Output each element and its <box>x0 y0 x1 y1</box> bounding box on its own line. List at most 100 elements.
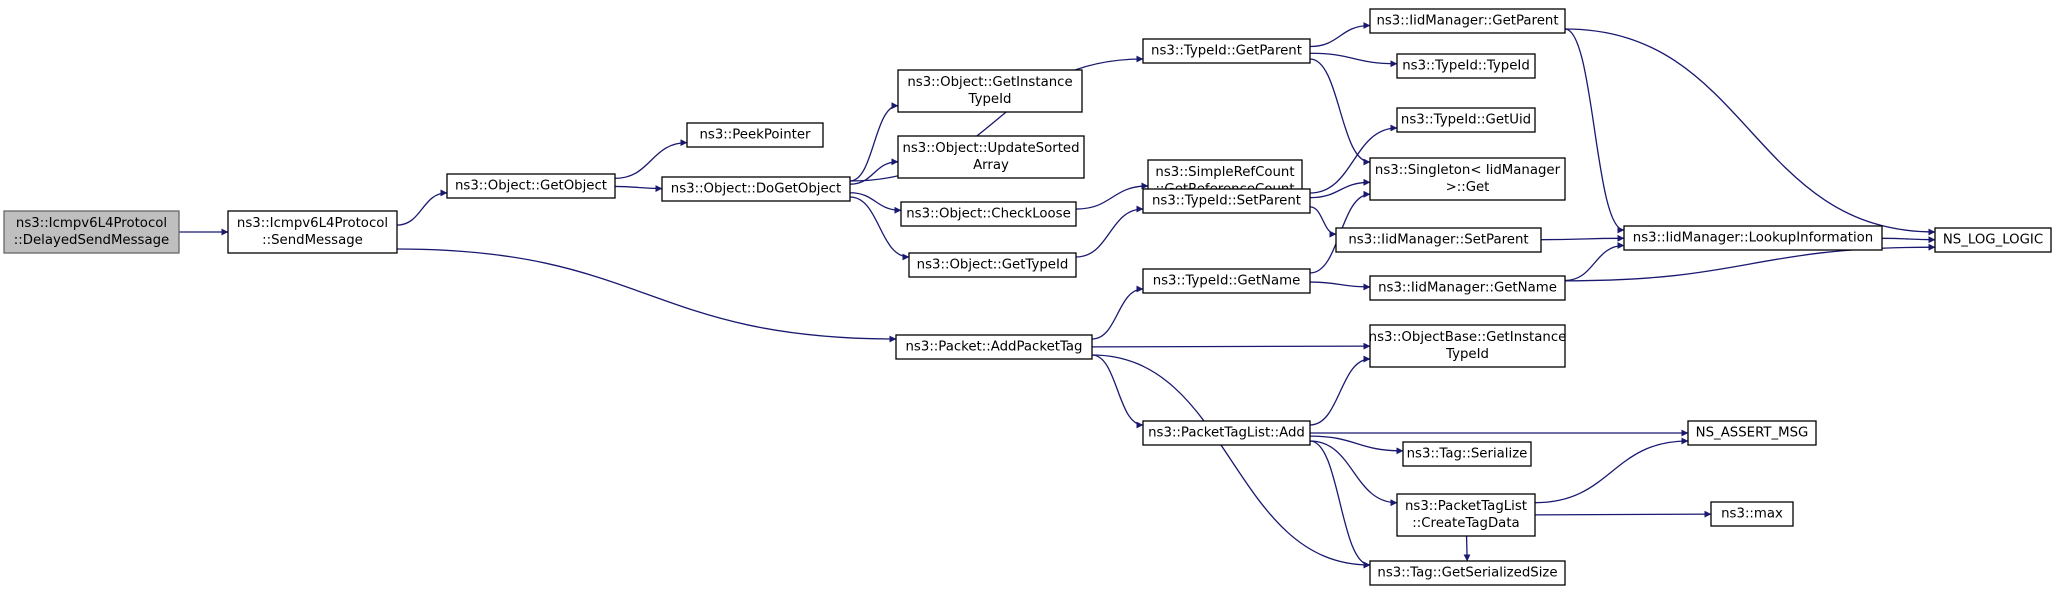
node-lookup[interactable]: ns3::IidManager::LookupInformation <box>1623 225 1883 251</box>
edge-createtagdata-to-max <box>1534 510 1712 518</box>
node-max[interactable]: ns3::max <box>1710 501 1794 527</box>
node-getname[interactable]: ns3::TypeId::GetName <box>1142 268 1311 294</box>
edge-dogetobject-to-objgettypeid <box>849 196 910 261</box>
node-label: >::Get <box>1446 180 1490 195</box>
node-label: NS_LOG_LOGIC <box>1943 233 2043 248</box>
edge-setparent-to-singleton <box>1309 178 1371 199</box>
nodes-layer: ns3::Icmpv6L4Protocol::DelayedSendMessag… <box>3 8 2052 586</box>
edge-dogetobject-to-updatesorted <box>849 158 899 185</box>
node-iidgetparent[interactable]: ns3::IidManager::GetParent <box>1369 8 1566 34</box>
node-box <box>1687 420 1817 446</box>
node-box <box>900 201 1077 227</box>
node-objgettypeid[interactable]: ns3::Object::GetTypeId <box>908 252 1077 278</box>
node-box <box>1142 420 1311 446</box>
node-taglistadd[interactable]: ns3::PacketTagList::Add <box>1142 420 1311 446</box>
node-box <box>227 210 398 254</box>
node-label: ns3::PacketTagList::Add <box>1148 426 1305 441</box>
node-label: ns3::Object::UpdateSorted <box>902 141 1079 156</box>
node-nslog[interactable]: NS_LOG_LOGIC <box>1934 227 2052 253</box>
node-label: ::SendMessage <box>262 233 363 248</box>
edge-typeidgetparent-to-singleton <box>1309 58 1371 166</box>
node-peek[interactable]: ns3::PeekPointer <box>686 122 824 148</box>
node-label: ns3::Tag::Serialize <box>1407 447 1528 462</box>
node-label: ns3::Icmpv6L4Protocol <box>237 216 388 231</box>
node-box <box>1396 493 1536 537</box>
edge-addpackettag-to-getname <box>1091 285 1144 340</box>
node-label: ns3::IidManager::GetName <box>1378 281 1557 296</box>
edge-createtagdata-to-getserializedsize <box>1463 535 1471 562</box>
node-box <box>446 173 616 199</box>
node-box <box>661 176 851 202</box>
node-createtagdata[interactable]: ns3::PacketTagList::CreateTagData <box>1396 493 1536 537</box>
node-box <box>1710 501 1794 527</box>
node-assertmsg[interactable]: NS_ASSERT_MSG <box>1687 420 1817 446</box>
edge-iidgetname-to-nslog <box>1564 243 1936 282</box>
node-getserializedsize[interactable]: ns3::Tag::GetSerializedSize <box>1369 560 1566 586</box>
node-label: ns3::Object::GetInstance <box>907 75 1072 90</box>
node-box <box>1142 188 1311 214</box>
node-tagserialize[interactable]: ns3::Tag::Serialize <box>1402 441 1532 467</box>
node-getobject[interactable]: ns3::Object::GetObject <box>446 173 616 199</box>
node-box <box>1369 8 1566 34</box>
node-box <box>908 252 1077 278</box>
node-iidgetname[interactable]: ns3::IidManager::GetName <box>1369 275 1566 301</box>
node-label: ns3::Packet::AddPacketTag <box>906 340 1083 355</box>
node-label: Array <box>973 158 1009 173</box>
edge-setparent-to-getuid <box>1309 124 1398 194</box>
node-sendmsg[interactable]: ns3::Icmpv6L4Protocol::SendMessage <box>227 210 398 254</box>
node-label: NS_ASSERT_MSG <box>1696 426 1809 441</box>
node-label: ns3::Object::CheckLoose <box>906 207 1071 222</box>
node-checkloose[interactable]: ns3::Object::CheckLoose <box>900 201 1077 227</box>
node-delayed: ns3::Icmpv6L4Protocol::DelayedSendMessag… <box>3 210 180 254</box>
edge-getobject-to-peek <box>614 139 688 179</box>
node-label: ns3::max <box>1721 507 1783 522</box>
node-iidsetparent[interactable]: ns3::IidManager::SetParent <box>1335 227 1542 253</box>
edge-addpackettag-to-objbasegetinstance <box>1091 342 1371 350</box>
edge-getobject-to-dogetobject <box>614 185 663 193</box>
node-label: TypeId <box>1445 347 1489 362</box>
node-label: ::DelayedSendMessage <box>14 233 169 248</box>
node-box <box>897 135 1085 179</box>
node-label: TypeId <box>968 92 1012 107</box>
edge-sendmsg-to-getobject <box>396 189 448 226</box>
node-label: ns3::TypeId::GetName <box>1153 274 1301 289</box>
edge-setparent-to-iidsetparent <box>1309 206 1337 238</box>
node-box <box>1396 107 1536 133</box>
node-typeidtypeid[interactable]: ns3::TypeId::TypeId <box>1396 53 1536 79</box>
node-box <box>1369 324 1566 368</box>
node-label: ns3::IidManager::GetParent <box>1376 14 1558 29</box>
node-addpackettag[interactable]: ns3::Packet::AddPacketTag <box>895 334 1093 360</box>
node-label: ns3::IidManager::LookupInformation <box>1633 231 1873 246</box>
node-typeidgetparent[interactable]: ns3::TypeId::GetParent <box>1142 38 1311 64</box>
edge-createtagdata-to-assertmsg <box>1534 437 1689 504</box>
edge-addpackettag-to-taglistadd <box>1091 354 1144 429</box>
node-label: ns3::Object::DoGetObject <box>671 182 841 197</box>
node-label: ns3::ObjectBase::GetInstance <box>1369 330 1567 345</box>
edge-taglistadd-to-tagserialize <box>1309 435 1404 455</box>
edge-iidgetname-to-lookup <box>1564 242 1625 282</box>
edge-taglistadd-to-createtagdata <box>1309 440 1398 507</box>
node-dogetobject[interactable]: ns3::Object::DoGetObject <box>661 176 851 202</box>
node-box <box>1402 441 1532 467</box>
node-label: ns3::SimpleRefCount <box>1155 165 1294 180</box>
edge-typeidgetparent-to-typeidtypeid <box>1309 52 1398 68</box>
edge-taglistadd-to-objbasegetinstance <box>1309 355 1371 426</box>
node-getuid[interactable]: ns3::TypeId::GetUid <box>1396 107 1536 133</box>
node-setparent[interactable]: ns3::TypeId::SetParent <box>1142 188 1311 214</box>
node-singleton[interactable]: ns3::Singleton< IidManager >::Get <box>1369 157 1566 201</box>
node-label: ns3::IidManager::SetParent <box>1348 233 1528 248</box>
node-label: ns3::Object::GetTypeId <box>917 258 1069 273</box>
node-label: ns3::Tag::GetSerializedSize <box>1377 566 1557 581</box>
node-box <box>895 334 1093 360</box>
node-box <box>1369 157 1566 201</box>
node-label: ns3::Object::GetObject <box>455 179 607 194</box>
node-label: ns3::PacketTagList <box>1405 499 1527 514</box>
node-label: ns3::TypeId::SetParent <box>1152 194 1301 209</box>
node-label: ns3::Singleton< IidManager <box>1375 163 1561 178</box>
node-box <box>1142 38 1311 64</box>
node-label: ns3::TypeId::TypeId <box>1402 59 1530 74</box>
